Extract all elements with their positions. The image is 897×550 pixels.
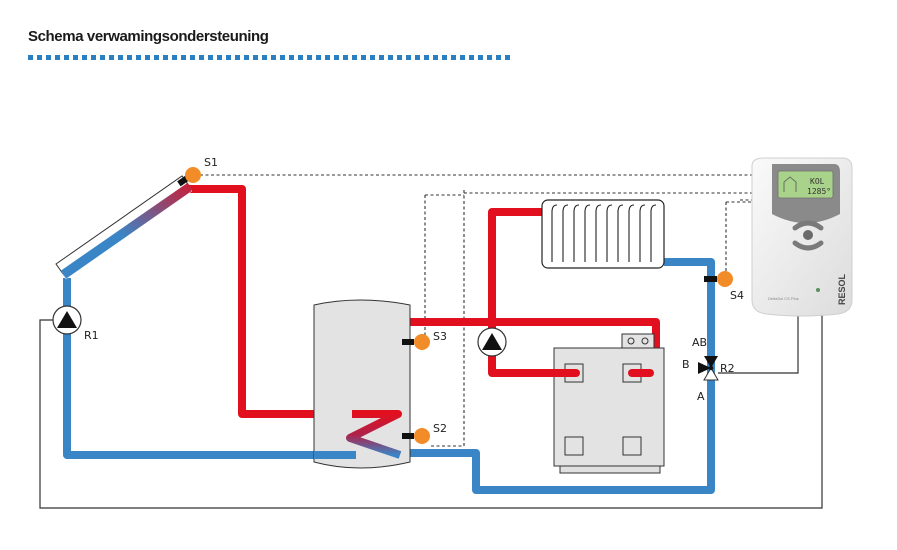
display-line-2: 1285° <box>807 187 831 196</box>
sensor-s4[interactable] <box>704 271 733 287</box>
radiator <box>541 199 665 269</box>
valve-port-ab: AB <box>692 336 707 349</box>
relay-label-r1: R1 <box>84 329 99 342</box>
sensor-s1[interactable] <box>185 167 201 183</box>
heating-return-pipe <box>406 258 715 494</box>
sensor-label-s1: S1 <box>204 156 218 169</box>
controller-model: DeltaSol CS Plus <box>768 296 799 301</box>
r1-control-wire <box>39 312 823 509</box>
title-underline-divider <box>28 55 510 60</box>
boiler-to-radiator-pipe <box>488 208 576 377</box>
relay-label-r2: R2 <box>720 362 735 375</box>
status-led <box>816 288 820 292</box>
valve-port-b: B <box>682 358 690 371</box>
solar-heat-exchanger-coil <box>346 410 402 459</box>
controller-brand: RESOL <box>837 273 847 305</box>
three-way-valve-r2[interactable] <box>698 356 719 381</box>
sensor-label-s3: S3 <box>433 330 447 343</box>
controller-display <box>777 170 834 199</box>
sensor-label-s4: S4 <box>730 289 744 302</box>
storage-tank <box>313 299 411 469</box>
pump-icon <box>57 311 77 328</box>
sensor-label-s2: S2 <box>433 422 447 435</box>
pump-r1[interactable] <box>52 305 82 335</box>
house-icon <box>783 176 797 192</box>
sensor-s2[interactable] <box>402 428 430 444</box>
solar-collector <box>55 175 193 280</box>
page-title: Schema verwamingsondersteuning <box>28 28 269 45</box>
solar-controller[interactable]: KOL 1285° RESOL DeltaSol CS Plus <box>751 157 853 317</box>
sensor-s3[interactable] <box>402 334 430 350</box>
r2-control-wire <box>718 312 799 374</box>
cold-pipes <box>63 258 715 494</box>
solar-flow-pipe <box>188 185 352 418</box>
pump-icon <box>482 333 502 350</box>
sensor-wiring <box>200 174 752 447</box>
s2-sensor-wire <box>430 190 465 447</box>
boiler <box>548 333 665 474</box>
valve-port-a: A <box>697 390 705 403</box>
solar-return-pipe <box>63 278 400 459</box>
display-line-1: KOL <box>810 177 825 186</box>
controller-button-ok[interactable] <box>803 230 813 240</box>
controller-button-up[interactable] <box>792 220 824 231</box>
heating-pump[interactable] <box>477 327 507 357</box>
controller-button-down[interactable] <box>792 240 824 251</box>
control-wiring <box>39 312 823 509</box>
